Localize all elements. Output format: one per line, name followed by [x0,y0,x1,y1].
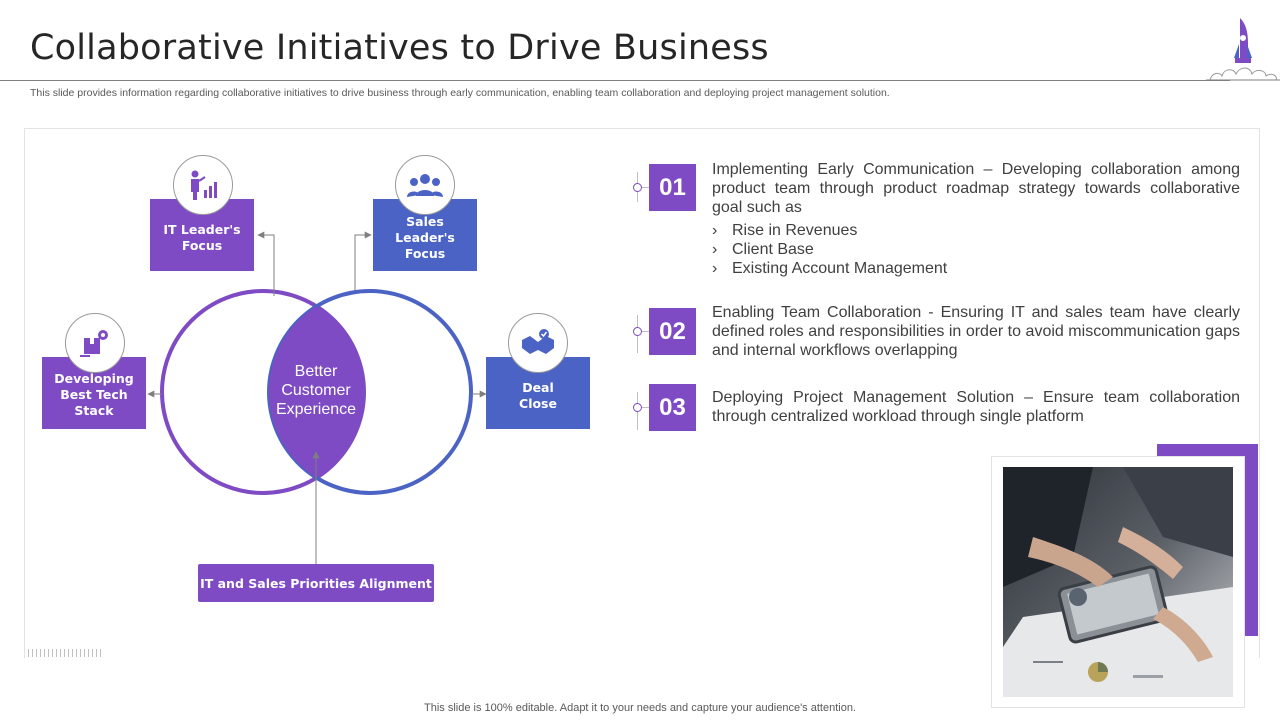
initiative-item-01: 01 Implementing Early Communication – De… [630,160,1250,290]
box-gear-icon [65,313,125,373]
item-number-badge: 03 [649,384,696,431]
tech-stack-label: Developing Best Tech Stack [49,371,139,419]
item-bullet-list: ›Rise in Revenues ›Client Base ›Existing… [712,221,1240,278]
connector-dot [633,183,642,192]
business-meeting-photo [1003,467,1233,697]
item-description: Implementing Early Communication – Devel… [712,160,1240,217]
sales-leader-focus-label: Sales Leader's Focus [390,214,460,262]
connector-tick [642,407,649,408]
rocket-icon [1206,14,1280,82]
initiative-item-02: 02 Enabling Team Collaboration - Ensurin… [630,303,1250,363]
item-number-badge: 01 [649,164,696,211]
chevron-right-icon: › [712,221,722,240]
initiative-item-03: 03 Deploying Project Management Solution… [630,388,1250,438]
handshake-icon [508,313,568,373]
bullet-item: ›Rise in Revenues [712,221,1240,240]
item-number-badge: 02 [649,308,696,355]
connector-dot [633,403,642,412]
footer-note: This slide is 100% editable. Adapt it to… [0,702,1280,714]
connector-tick [642,331,649,332]
center-label: Better Customer Experience [262,362,370,419]
chevron-right-icon: › [712,259,722,278]
bullet-item: ›Existing Account Management [712,259,1240,278]
chevron-right-icon: › [712,240,722,259]
item-description: Enabling Team Collaboration - Ensuring I… [712,303,1240,360]
priorities-alignment-box: IT and Sales Priorities Alignment [198,564,434,602]
deal-close-label: Deal Close [508,380,568,412]
connector-dot [633,327,642,336]
it-leader-focus-label: IT Leader's Focus [162,222,242,254]
team-group-icon [395,155,455,215]
presenter-chart-icon [173,155,233,215]
connector-tick [642,187,649,188]
item-description: Deploying Project Management Solution – … [712,388,1240,426]
bullet-item: ›Client Base [712,240,1240,259]
item-text-block: Implementing Early Communication – Devel… [712,160,1240,278]
